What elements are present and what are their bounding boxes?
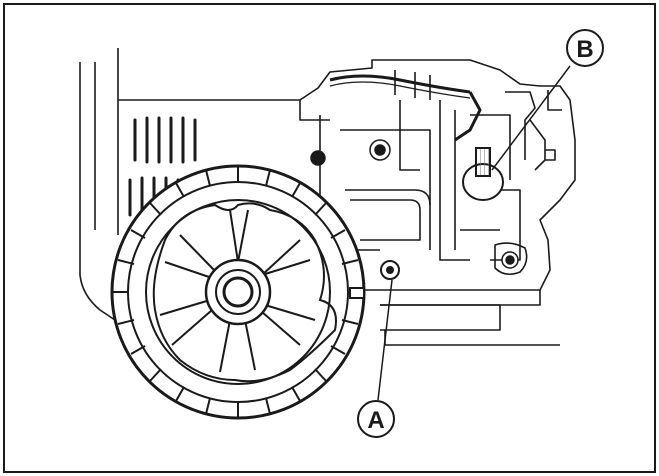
bolts: [310, 139, 519, 269]
drain-bolt: [380, 260, 400, 280]
callout-a: A: [357, 279, 395, 438]
wheel: [110, 164, 366, 420]
callout-a-circle: [357, 400, 395, 438]
outer-border: [3, 3, 656, 473]
callout-a-leader: [377, 279, 393, 401]
callout-b-leader: [491, 65, 571, 171]
engine-body: [79, 48, 576, 346]
callout-b: B: [491, 29, 604, 171]
callout-a-label: A: [367, 407, 384, 434]
oil-filler-cap: [462, 147, 504, 201]
callout-b-circle: [566, 29, 604, 67]
callout-b-label: B: [576, 36, 593, 63]
